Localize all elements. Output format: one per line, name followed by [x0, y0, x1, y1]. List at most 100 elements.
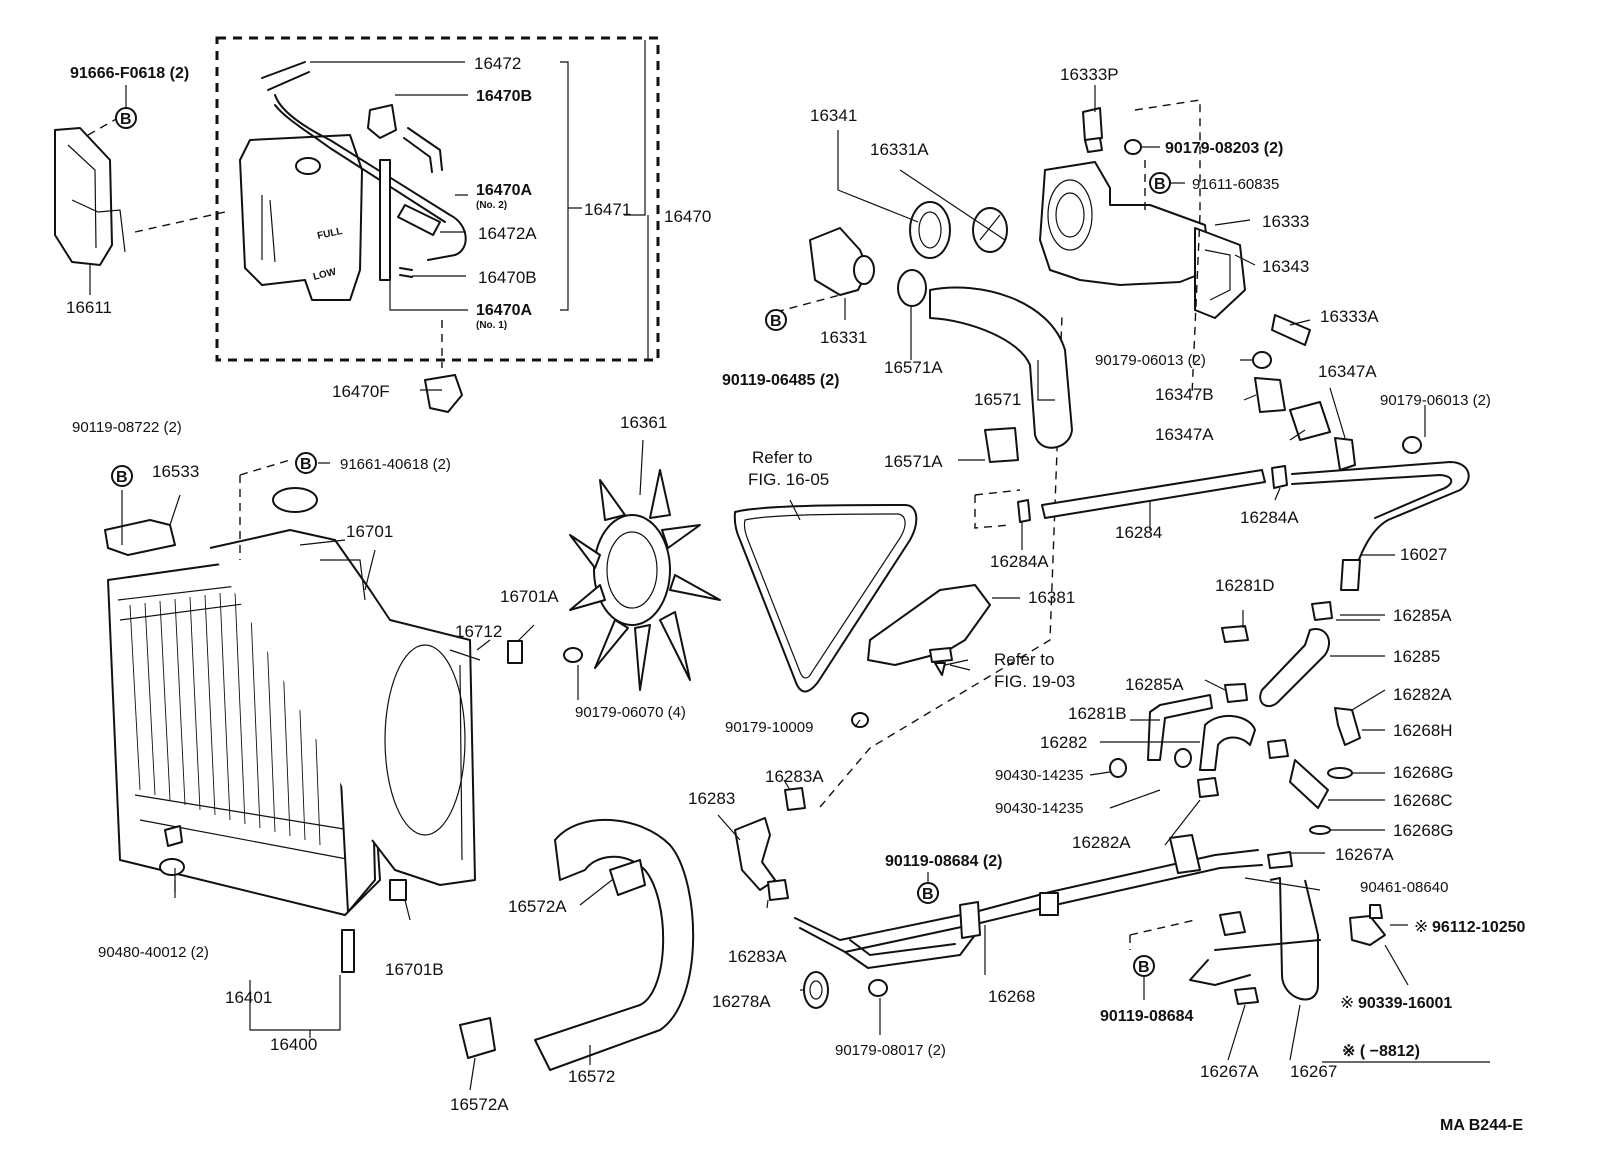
label-16472a: 16472A	[478, 224, 537, 243]
clamp-16267a-top	[1267, 851, 1293, 869]
bracket-16381	[867, 584, 991, 666]
clamp-16284a-left	[1017, 499, 1031, 523]
clip-16470f	[424, 374, 463, 413]
label-16470a-no2: 16470A	[476, 182, 532, 199]
clamp-16282a-bottom	[1197, 777, 1219, 798]
full-mark: FULL	[316, 226, 343, 242]
clamp-16283a-bottom	[767, 879, 789, 901]
clamp-16282a-top	[1267, 739, 1289, 759]
clamp-16285a-top	[1311, 601, 1333, 621]
clip-16701b	[389, 879, 407, 901]
pipe-clip-left	[959, 901, 981, 939]
pipe-clip-right	[1169, 834, 1201, 874]
label-16285: 16285	[1393, 647, 1440, 666]
plate-16347b	[1254, 377, 1286, 413]
label-16267a-top: 16267A	[1335, 845, 1394, 864]
label-90119-08684: 90119-08684	[1100, 1008, 1194, 1025]
label-16347a-mid: 16347A	[1155, 425, 1214, 444]
label-16571a-top: 16571A	[884, 358, 943, 377]
label-16268g-top: 16268G	[1393, 763, 1454, 782]
label-16571a-bottom: 16571A	[884, 452, 943, 471]
label-96112-10250: 96112-10250	[1432, 919, 1526, 936]
gasket-90430-a	[1109, 758, 1127, 778]
label-refer-1903-a: Refer to	[994, 650, 1054, 669]
label-90461-08640: 90461-08640	[1360, 879, 1448, 896]
clamp-16571a-bottom	[984, 427, 1019, 463]
nut-90179-06070	[563, 647, 583, 663]
label-16572a-top: 16572A	[508, 897, 567, 916]
clip-90461	[1219, 911, 1246, 936]
label-16347a-top: 16347A	[1318, 362, 1377, 381]
label-refer-1903-b: FIG. 19-03	[994, 672, 1075, 691]
label-16470b-bottom: 16470B	[478, 268, 537, 287]
label-91666-f0618: 91666-F0618 (2)	[70, 65, 189, 82]
label-91611-60835: 91611-60835	[1192, 176, 1279, 193]
bracket-16611	[54, 117, 226, 266]
hose-short	[397, 204, 441, 236]
hose-16285	[1259, 628, 1330, 708]
gasket-16343	[1194, 227, 1246, 319]
water-outlet-16333	[1039, 99, 1331, 441]
label-16282: 16282	[1040, 733, 1087, 752]
oring-16268g-top	[1327, 767, 1353, 779]
label-16341: 16341	[810, 106, 857, 125]
label-refer-1605-a: Refer to	[752, 448, 812, 467]
b-marker-7: B	[1138, 959, 1150, 976]
hose-16571	[929, 286, 1073, 449]
label-16611: 16611	[66, 298, 112, 317]
clamp-16285a-mid	[1224, 683, 1248, 703]
b-marker-3: B	[770, 313, 782, 330]
label-16267a-bottom: 16267A	[1200, 1062, 1259, 1081]
hose-16472	[261, 61, 310, 91]
bypass-pipe-group	[974, 436, 1470, 591]
nut-90179-06013-b	[1402, 436, 1422, 454]
label-16470f: 16470F	[332, 382, 390, 401]
label-90119-08722: 90119-08722 (2)	[72, 419, 182, 436]
v-belt	[733, 504, 918, 693]
fan-shroud-16701	[209, 529, 481, 886]
hose-16572	[534, 819, 695, 1071]
label-16333a: 16333A	[1320, 307, 1379, 326]
label-16470: 16470	[664, 207, 711, 226]
gasket-90430-b	[1174, 748, 1192, 768]
hose-16267	[1269, 877, 1319, 1001]
label-16278a: 16278A	[712, 992, 771, 1011]
pipe-16268c	[1289, 759, 1329, 809]
stud-16333a	[1271, 314, 1311, 346]
reserve-tank-cap	[295, 157, 321, 175]
screw-96112	[1369, 904, 1383, 919]
label-90179-06013-a: 90179-06013 (2)	[1095, 352, 1206, 369]
label-16572a-bottom: 16572A	[450, 1095, 509, 1114]
pipe-16267-lower	[1189, 939, 1321, 986]
label-16471: 16471	[584, 200, 631, 219]
clamp-16571a-top	[897, 269, 927, 307]
radiator-hose-group	[459, 787, 806, 1071]
label-16331a: 16331A	[870, 140, 929, 159]
clip-16470b-top	[367, 104, 397, 139]
label-16282a-bottom: 16282A	[1072, 833, 1131, 852]
gasket-16347a-mid	[1289, 401, 1331, 441]
clamp-16572a-top	[609, 859, 646, 896]
oring-16268g-bottom	[1309, 825, 1331, 835]
label-16283a-top: 16283A	[765, 767, 824, 786]
hose-16284	[1041, 469, 1266, 519]
label-16571: 16571	[974, 390, 1021, 409]
label-16701a: 16701A	[500, 587, 559, 606]
label-16712: 16712	[455, 622, 502, 641]
label-16268c: 16268C	[1393, 791, 1453, 810]
fan-16361	[563, 469, 721, 691]
b-marker-6: B	[922, 886, 934, 903]
reserve-tank-group: FULL LOW	[215, 36, 660, 362]
label-16333: 16333	[1262, 212, 1309, 231]
label-16470b-top: 16470B	[476, 88, 532, 105]
clamp-16283a-top	[784, 787, 806, 811]
thermostat-group	[775, 201, 1073, 463]
b-marker-2: B	[1154, 176, 1166, 193]
b-marker-1: B	[120, 111, 132, 128]
label-16333p: 16333P	[1060, 65, 1119, 84]
label-16285a-top: 16285A	[1393, 606, 1452, 625]
radiator-outlet-pipe	[341, 929, 355, 973]
clip-16701a	[507, 640, 523, 664]
clamp-16572a-bottom	[459, 1017, 496, 1059]
